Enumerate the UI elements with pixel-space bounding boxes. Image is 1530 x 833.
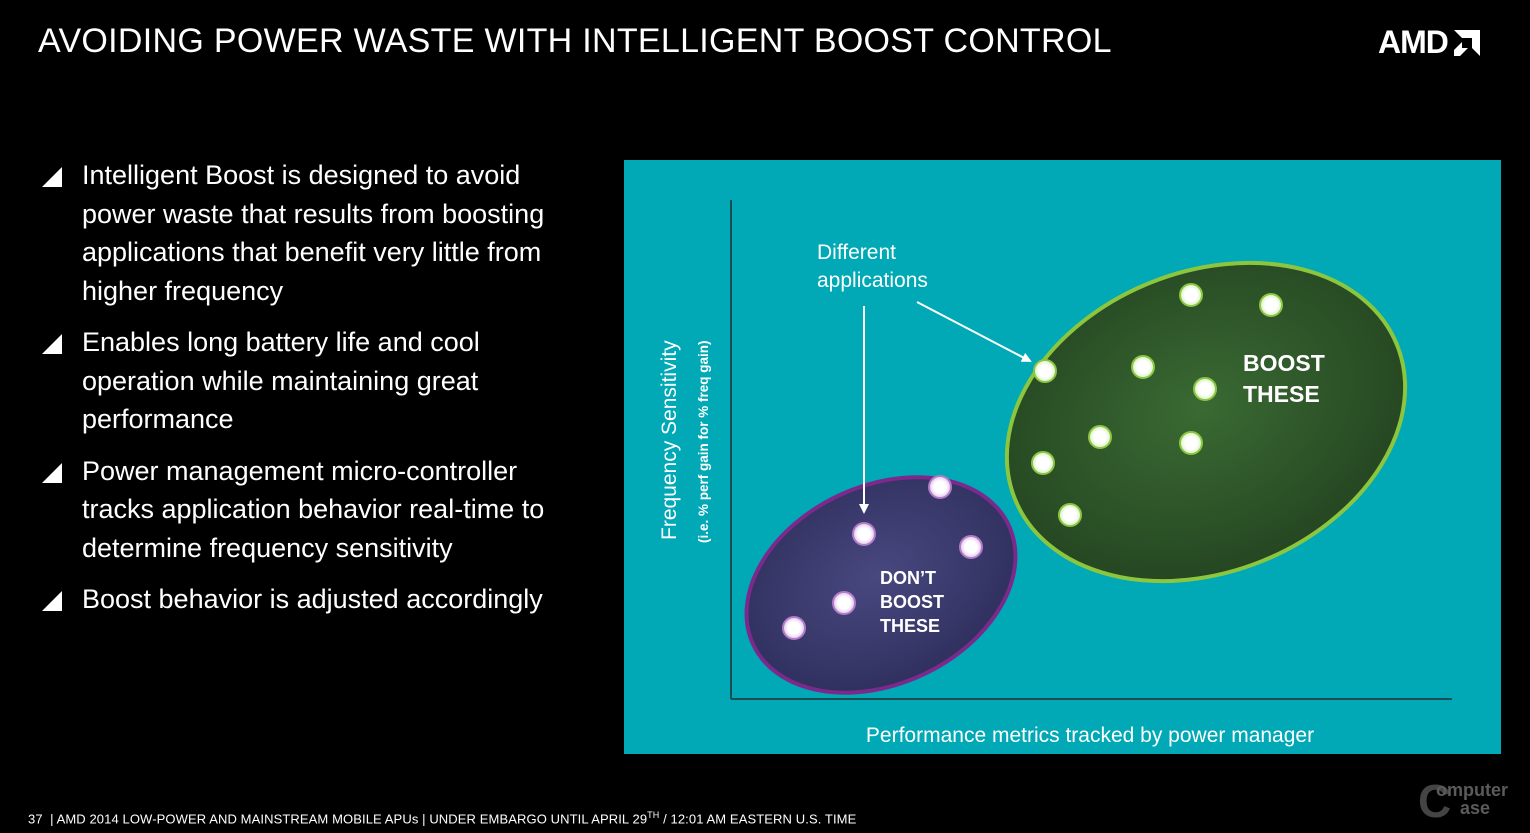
dont-boost-label-line-3: THESE — [880, 616, 940, 636]
boost-dots — [1031, 283, 1283, 527]
watermark-letter: C — [1418, 775, 1452, 827]
amd-arrow-icon — [1453, 29, 1480, 56]
application-dot — [1088, 425, 1112, 449]
application-dot — [1131, 355, 1155, 379]
triangle-bullet-icon — [42, 167, 62, 187]
application-dot — [1179, 283, 1203, 307]
bullet-item: Intelligent Boost is designed to avoid p… — [40, 156, 580, 310]
dont-boost-dots — [782, 475, 983, 640]
x-axis-label: Performance metrics tracked by power man… — [866, 724, 1314, 747]
dont-boost-label-line-2: BOOST — [880, 592, 944, 612]
computerbase-watermark: C omputer ase — [1418, 778, 1528, 828]
watermark-line-2: ase — [1460, 798, 1491, 818]
application-dot — [959, 535, 983, 559]
page-number: 37 — [28, 811, 43, 827]
boost-ellipse — [1004, 260, 1408, 584]
watermark-line-1: omputer — [1436, 780, 1508, 800]
bullet-text: Enables long battery life and cool opera… — [82, 327, 480, 434]
footer-sup: TH — [647, 810, 660, 820]
amd-logo: AMD — [1378, 24, 1482, 61]
logo-text: AMD — [1378, 24, 1449, 60]
bullet-item: Enables long battery life and cool opera… — [40, 323, 580, 439]
boost-label-line-1: BOOST — [1243, 350, 1325, 376]
bullet-list: Intelligent Boost is designed to avoid p… — [40, 156, 580, 632]
dont-boost-label-line-1: DON’T — [880, 568, 936, 588]
footer-text: | AMD 2014 LOW-POWER AND MAINSTREAM MOBI… — [50, 811, 648, 827]
footer: 37 | AMD 2014 LOW-POWER AND MAINSTREAM M… — [28, 810, 856, 826]
bullet-item: Boost behavior is adjusted accordingly — [40, 580, 580, 619]
application-dot — [1033, 359, 1057, 383]
triangle-bullet-icon — [42, 334, 62, 354]
footer-text-end: / 12:01 AM EASTERN U.S. TIME — [659, 811, 857, 827]
application-dot — [1179, 431, 1203, 455]
slide-title: AVOIDING POWER WASTE WITH INTELLIGENT BO… — [38, 22, 1112, 60]
application-dot — [782, 616, 806, 640]
bullet-text: Boost behavior is adjusted accordingly — [82, 584, 543, 614]
dont-boost-ellipse — [744, 475, 1018, 695]
application-dot — [1193, 377, 1217, 401]
y-axis-sublabel: (i.e. % perf gain for % freq gain) — [696, 340, 711, 543]
application-dot — [928, 475, 952, 499]
bullet-text: Intelligent Boost is designed to avoid p… — [82, 160, 545, 306]
application-dot — [852, 522, 876, 546]
y-axis-label: Frequency Sensitivity — [658, 340, 681, 540]
callout-line-1: Different — [817, 241, 896, 264]
callout-arrow-diagonal — [916, 301, 1032, 362]
application-dot — [1031, 451, 1055, 475]
application-dot — [1259, 293, 1283, 317]
application-dot — [832, 591, 856, 615]
boost-label-line-2: THESE — [1243, 381, 1320, 407]
bullet-item: Power management micro-controller tracks… — [40, 452, 580, 568]
bullet-text: Power management micro-controller tracks… — [82, 455, 545, 563]
triangle-bullet-icon — [42, 591, 62, 611]
application-dot — [1058, 503, 1082, 527]
diagram-panel: Different applications BOOST THESE DON’T… — [624, 160, 1501, 754]
callout-line-2: applications — [817, 269, 928, 292]
triangle-bullet-icon — [42, 462, 62, 483]
diagram-svg: Different applications BOOST THESE DON’T… — [658, 200, 1452, 747]
